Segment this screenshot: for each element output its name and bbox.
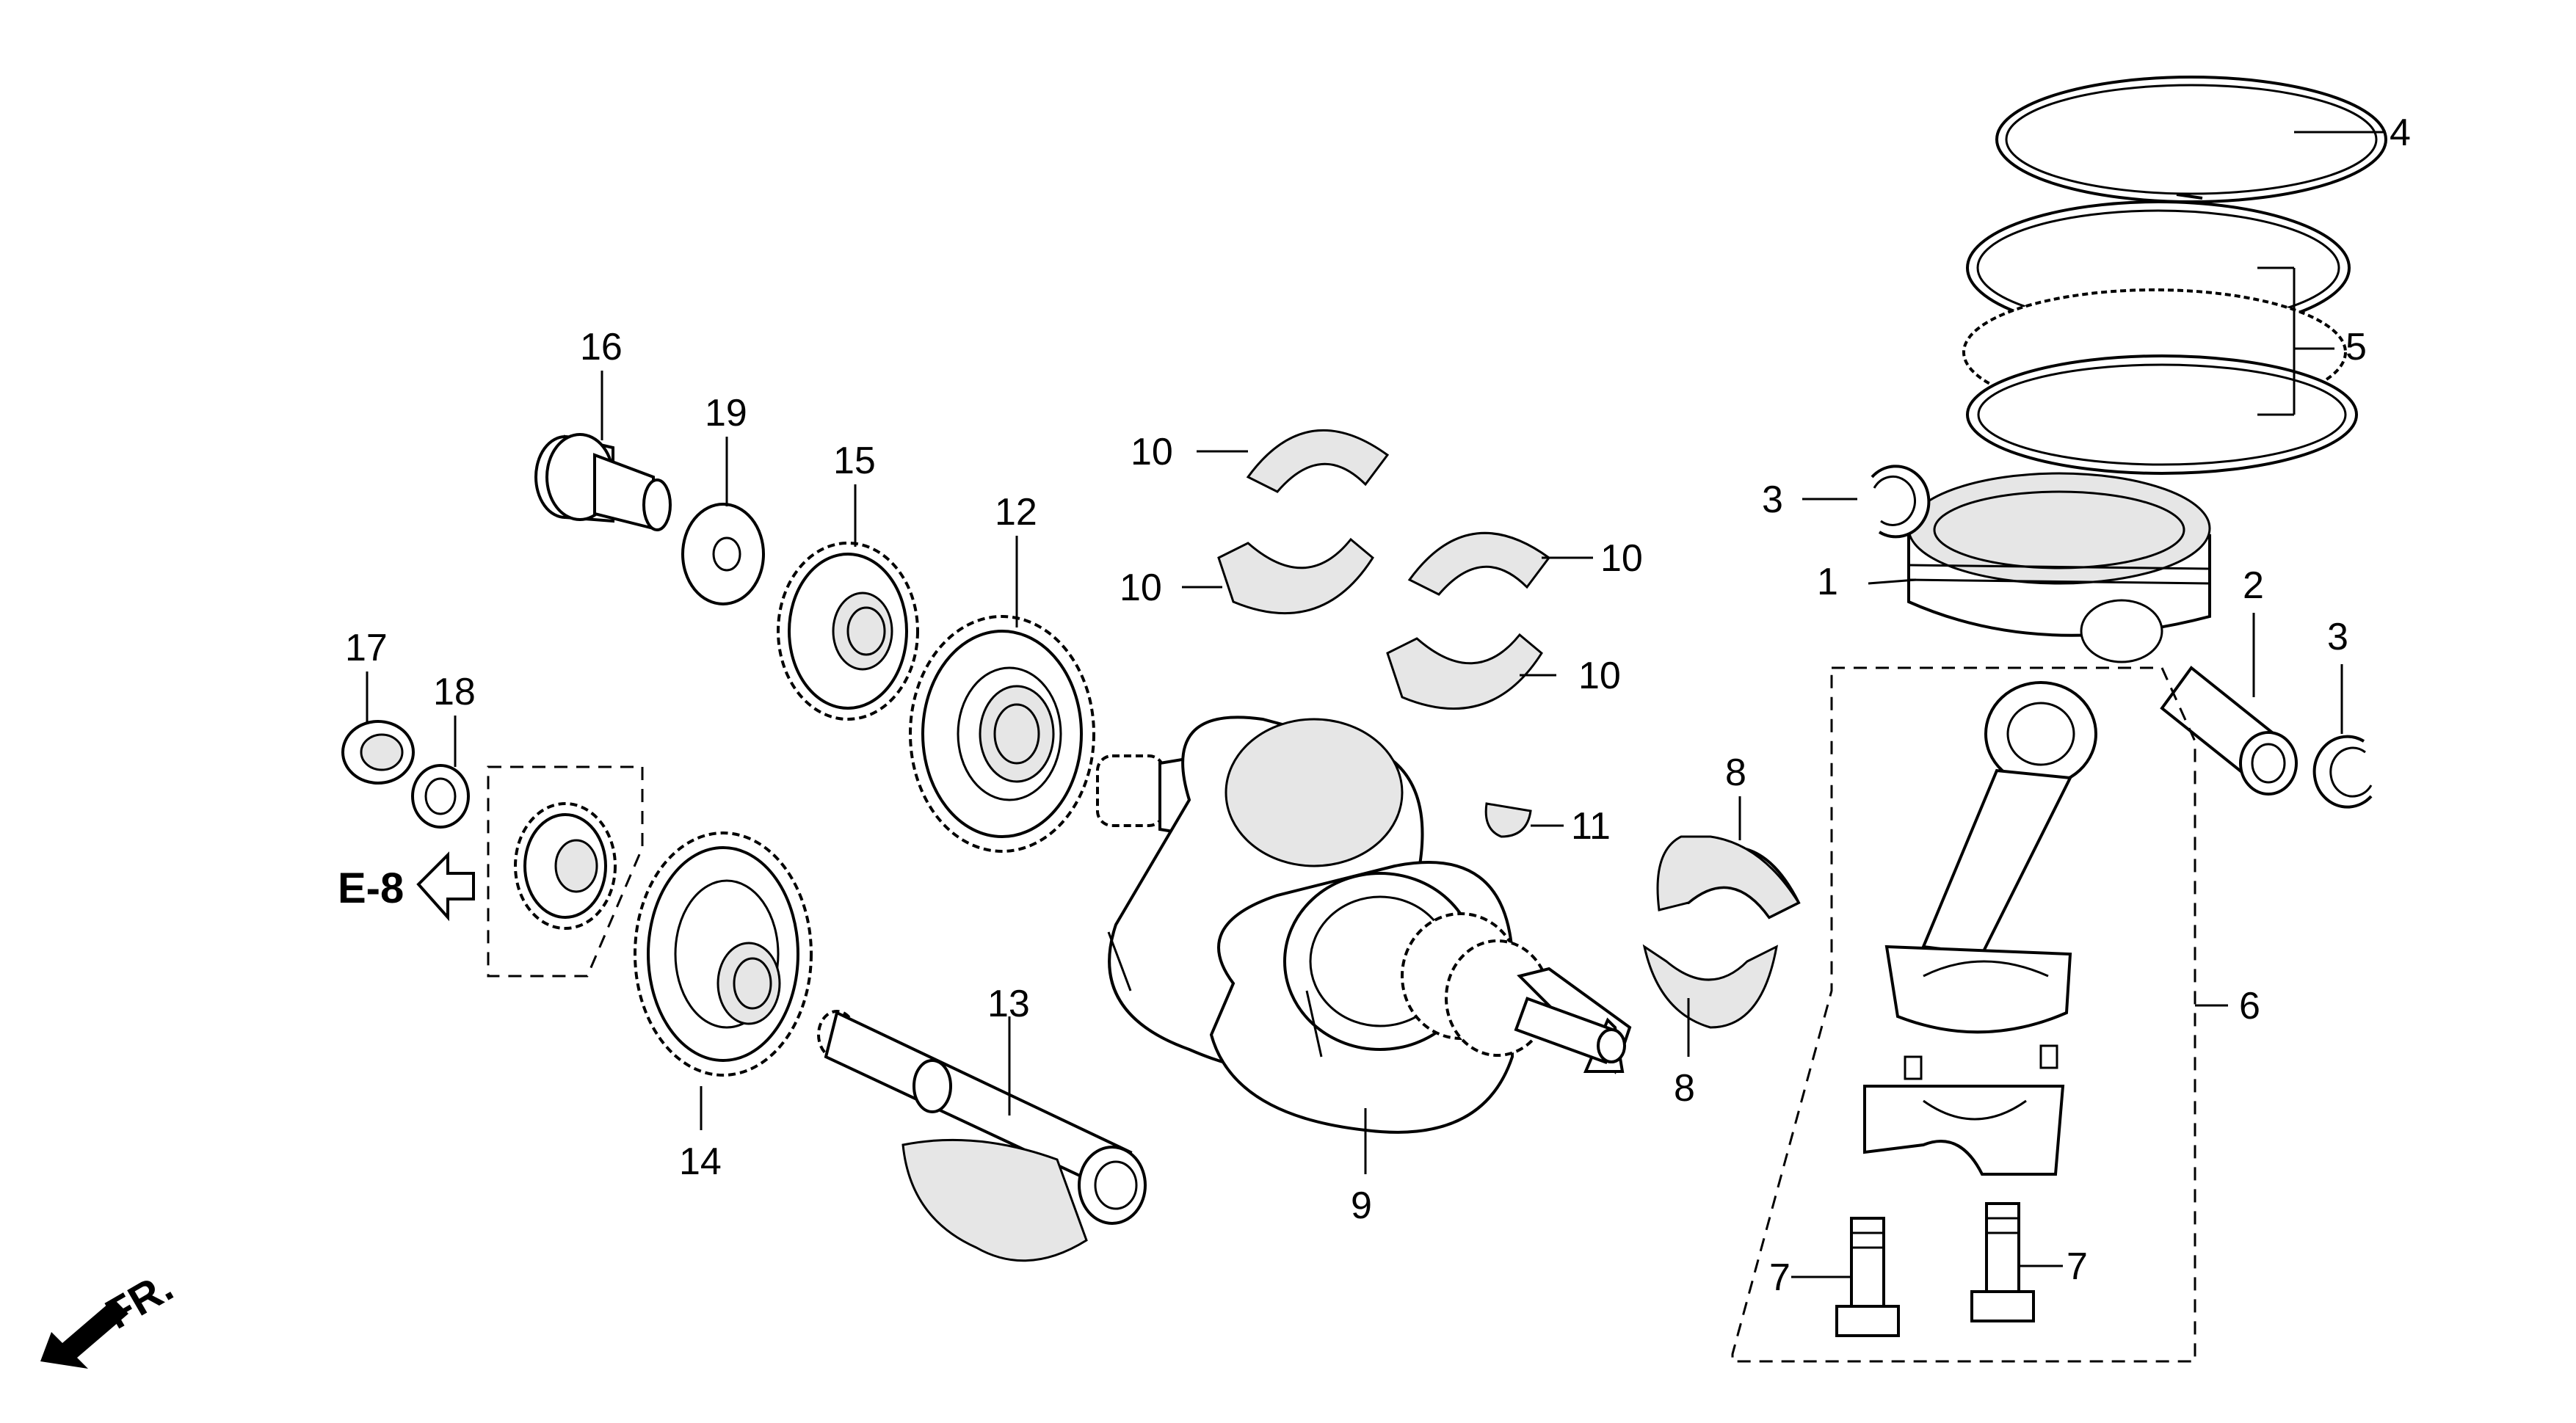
reference-gear-group — [487, 765, 644, 978]
crankshaft — [1096, 716, 1632, 1134]
piston-ring-top — [1995, 76, 2387, 203]
callout-13: 13 — [987, 983, 1030, 1025]
balancer-drive-gear — [777, 542, 919, 721]
leader-lines — [366, 131, 2386, 1278]
callout-15: 15 — [833, 440, 876, 482]
main-bearing-top-left — [1246, 429, 1390, 493]
callout-3-lower: 3 — [2327, 616, 2348, 658]
oil-seal — [341, 720, 415, 785]
callout-10-lower-left: 10 — [1120, 567, 1162, 609]
callout-7-left: 7 — [1769, 1256, 1790, 1299]
thrust-washer — [411, 764, 470, 829]
connecting-rod — [1884, 681, 2097, 1034]
callout-7-right: 7 — [2067, 1245, 2088, 1288]
piston-pin — [2160, 666, 2298, 796]
crankpin-bearing-lower — [1642, 944, 1779, 1029]
callout-1: 1 — [1817, 561, 1838, 603]
reference-label[interactable]: E-8 — [338, 865, 404, 912]
primary-drive-gear — [909, 615, 1095, 853]
front-direction-indicator: FR. — [40, 1263, 181, 1369]
callout-2: 2 — [2243, 564, 2264, 607]
callout-10-top-right: 10 — [1600, 537, 1643, 580]
callout-8-lower: 8 — [1674, 1067, 1695, 1110]
connecting-rod-cap — [1863, 1044, 2065, 1176]
piston-pin-clip-upper — [1871, 465, 1931, 539]
main-bearing-lower-left — [1217, 537, 1374, 615]
callout-16: 16 — [580, 326, 623, 368]
main-bearing-lower-right — [1386, 633, 1543, 710]
connecting-rod-group-outline — [1731, 666, 2196, 1363]
piston-ring-set — [1962, 200, 2358, 475]
balancer-driven-gear — [634, 831, 813, 1077]
flange-bolt — [534, 433, 672, 531]
callout-8-upper: 8 — [1725, 751, 1746, 794]
callout-3-upper: 3 — [1762, 478, 1783, 521]
crankpin-bearing-upper — [1656, 835, 1801, 920]
connecting-rod-bolt-right — [1970, 1202, 2035, 1322]
callout-12: 12 — [995, 491, 1037, 534]
callout-10-lower-right: 10 — [1578, 655, 1621, 697]
callout-5: 5 — [2345, 326, 2367, 368]
callout-6: 6 — [2239, 985, 2260, 1027]
reference-arrow[interactable]: E-8 — [338, 851, 475, 922]
callout-17: 17 — [345, 627, 388, 669]
washer — [681, 503, 765, 605]
callout-9: 9 — [1351, 1184, 1372, 1227]
main-bearing-top-right — [1407, 531, 1551, 596]
connecting-rod-bolt-left — [1835, 1217, 1900, 1337]
piston-pin-clip-lower — [2312, 735, 2373, 809]
callout-11: 11 — [1571, 805, 1611, 848]
callout-18: 18 — [433, 671, 476, 713]
woodruff-key — [1484, 802, 1532, 838]
balancer-shaft — [817, 1010, 1147, 1262]
callout-14: 14 — [679, 1140, 722, 1183]
piston — [1907, 472, 2211, 663]
callout-4: 4 — [2390, 112, 2411, 154]
callout-19: 19 — [705, 392, 747, 434]
callout-10-top-left: 10 — [1131, 431, 1173, 473]
